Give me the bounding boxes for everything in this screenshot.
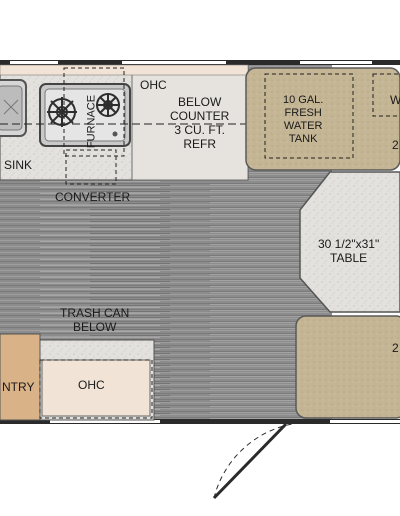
pantry-cabinet xyxy=(0,333,41,421)
dinette-top-dimension-label: 2 xyxy=(392,138,399,152)
ohc-bottom-dashed-outline xyxy=(39,359,153,419)
dinette-table xyxy=(299,171,400,313)
table-label: 30 1/2"x31" TABLE xyxy=(318,237,380,265)
dinette-bottom-dimension-label: 2 xyxy=(392,341,399,355)
below-counter-refrigerator-label: BELOW COUNTER 3 CU. FT. REFR xyxy=(170,95,230,151)
window-top-3 xyxy=(300,61,372,64)
stove-knob xyxy=(112,131,118,137)
trash-can-label: TRASH CAN BELOW xyxy=(60,306,130,334)
ohc-dashed-outline xyxy=(63,67,125,157)
stove-burner-icon xyxy=(96,93,120,117)
door-swing-icon xyxy=(212,421,331,500)
sink-icon xyxy=(0,79,27,137)
top-right-partial-label: W xyxy=(390,93,400,107)
stove-burner-icon xyxy=(47,97,77,127)
dinette-seat-top xyxy=(245,67,400,171)
window-bottom-1 xyxy=(50,420,160,423)
window-top-2 xyxy=(122,61,226,64)
top-right-compartment-outline xyxy=(372,73,400,117)
converter-label: CONVERTER xyxy=(55,190,131,204)
converter-dashed-outline xyxy=(65,149,117,185)
window-top-1 xyxy=(10,61,58,64)
fresh-water-tank-label: 10 GAL. FRESH WATER TANK xyxy=(283,94,324,145)
ohc-bottom-cabinet xyxy=(41,359,151,417)
fresh-water-tank-outline xyxy=(264,73,354,159)
furnace-label: FURNACE xyxy=(85,94,98,149)
bottom-wall xyxy=(0,419,400,424)
refrigerator-zone xyxy=(131,64,249,181)
dinette-seat-bottom xyxy=(295,315,400,419)
ohc-bottom-label: OHC xyxy=(78,378,105,392)
sink-label: SINK xyxy=(4,158,33,172)
window-bottom-2 xyxy=(330,420,400,423)
ohc-top-label: OHC xyxy=(140,78,167,92)
pantry-label: NTRY xyxy=(2,380,35,394)
